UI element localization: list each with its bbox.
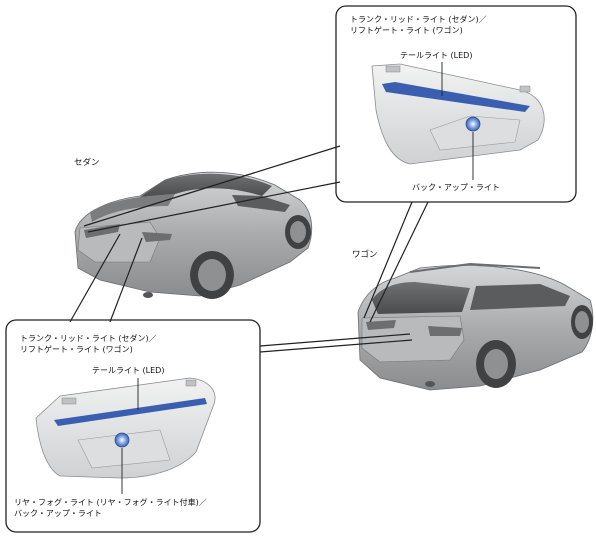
sedan-label: セダン [74, 158, 100, 168]
wagon-label: ワゴン [352, 250, 378, 260]
callout-bottom-tail-light: テールライト (LED) [92, 366, 165, 375]
sedan-car [74, 171, 313, 299]
callout-bottom-fog-line2: バック・アップ・ライト [14, 509, 102, 518]
leader-lines [69, 145, 429, 353]
pointers-top [441, 62, 474, 180]
callout-top-backup-light: バック・アップ・ライト [412, 183, 500, 192]
callout-top-title-line2: リフトゲート・ライト (ワゴン) [350, 26, 463, 35]
led-strip-bottom [54, 398, 207, 426]
lamp-bottom [35, 377, 216, 479]
callout-bottom-fog-line1: リヤ・フォグ・ライト (リヤ・フォグ・ライト付車)／ [14, 498, 207, 507]
pointers-bottom [121, 378, 139, 494]
callout-bottom-title-line1: トランク・リッド・ライト (セダン)／ [20, 334, 157, 343]
callout-top-title-line1: トランク・リッド・ライト (セダン)／ [350, 15, 487, 24]
fog-backup-bulb-bottom [114, 432, 130, 448]
backup-bulb-top [465, 116, 481, 132]
led-strip-top [382, 82, 530, 112]
callout-bottom-title-line2: リフトゲート・ライト (ワゴン) [20, 345, 133, 354]
wagon-car [357, 262, 594, 391]
lamp-top [371, 63, 545, 165]
callout-top-tail-light: テールライト (LED) [400, 51, 473, 60]
